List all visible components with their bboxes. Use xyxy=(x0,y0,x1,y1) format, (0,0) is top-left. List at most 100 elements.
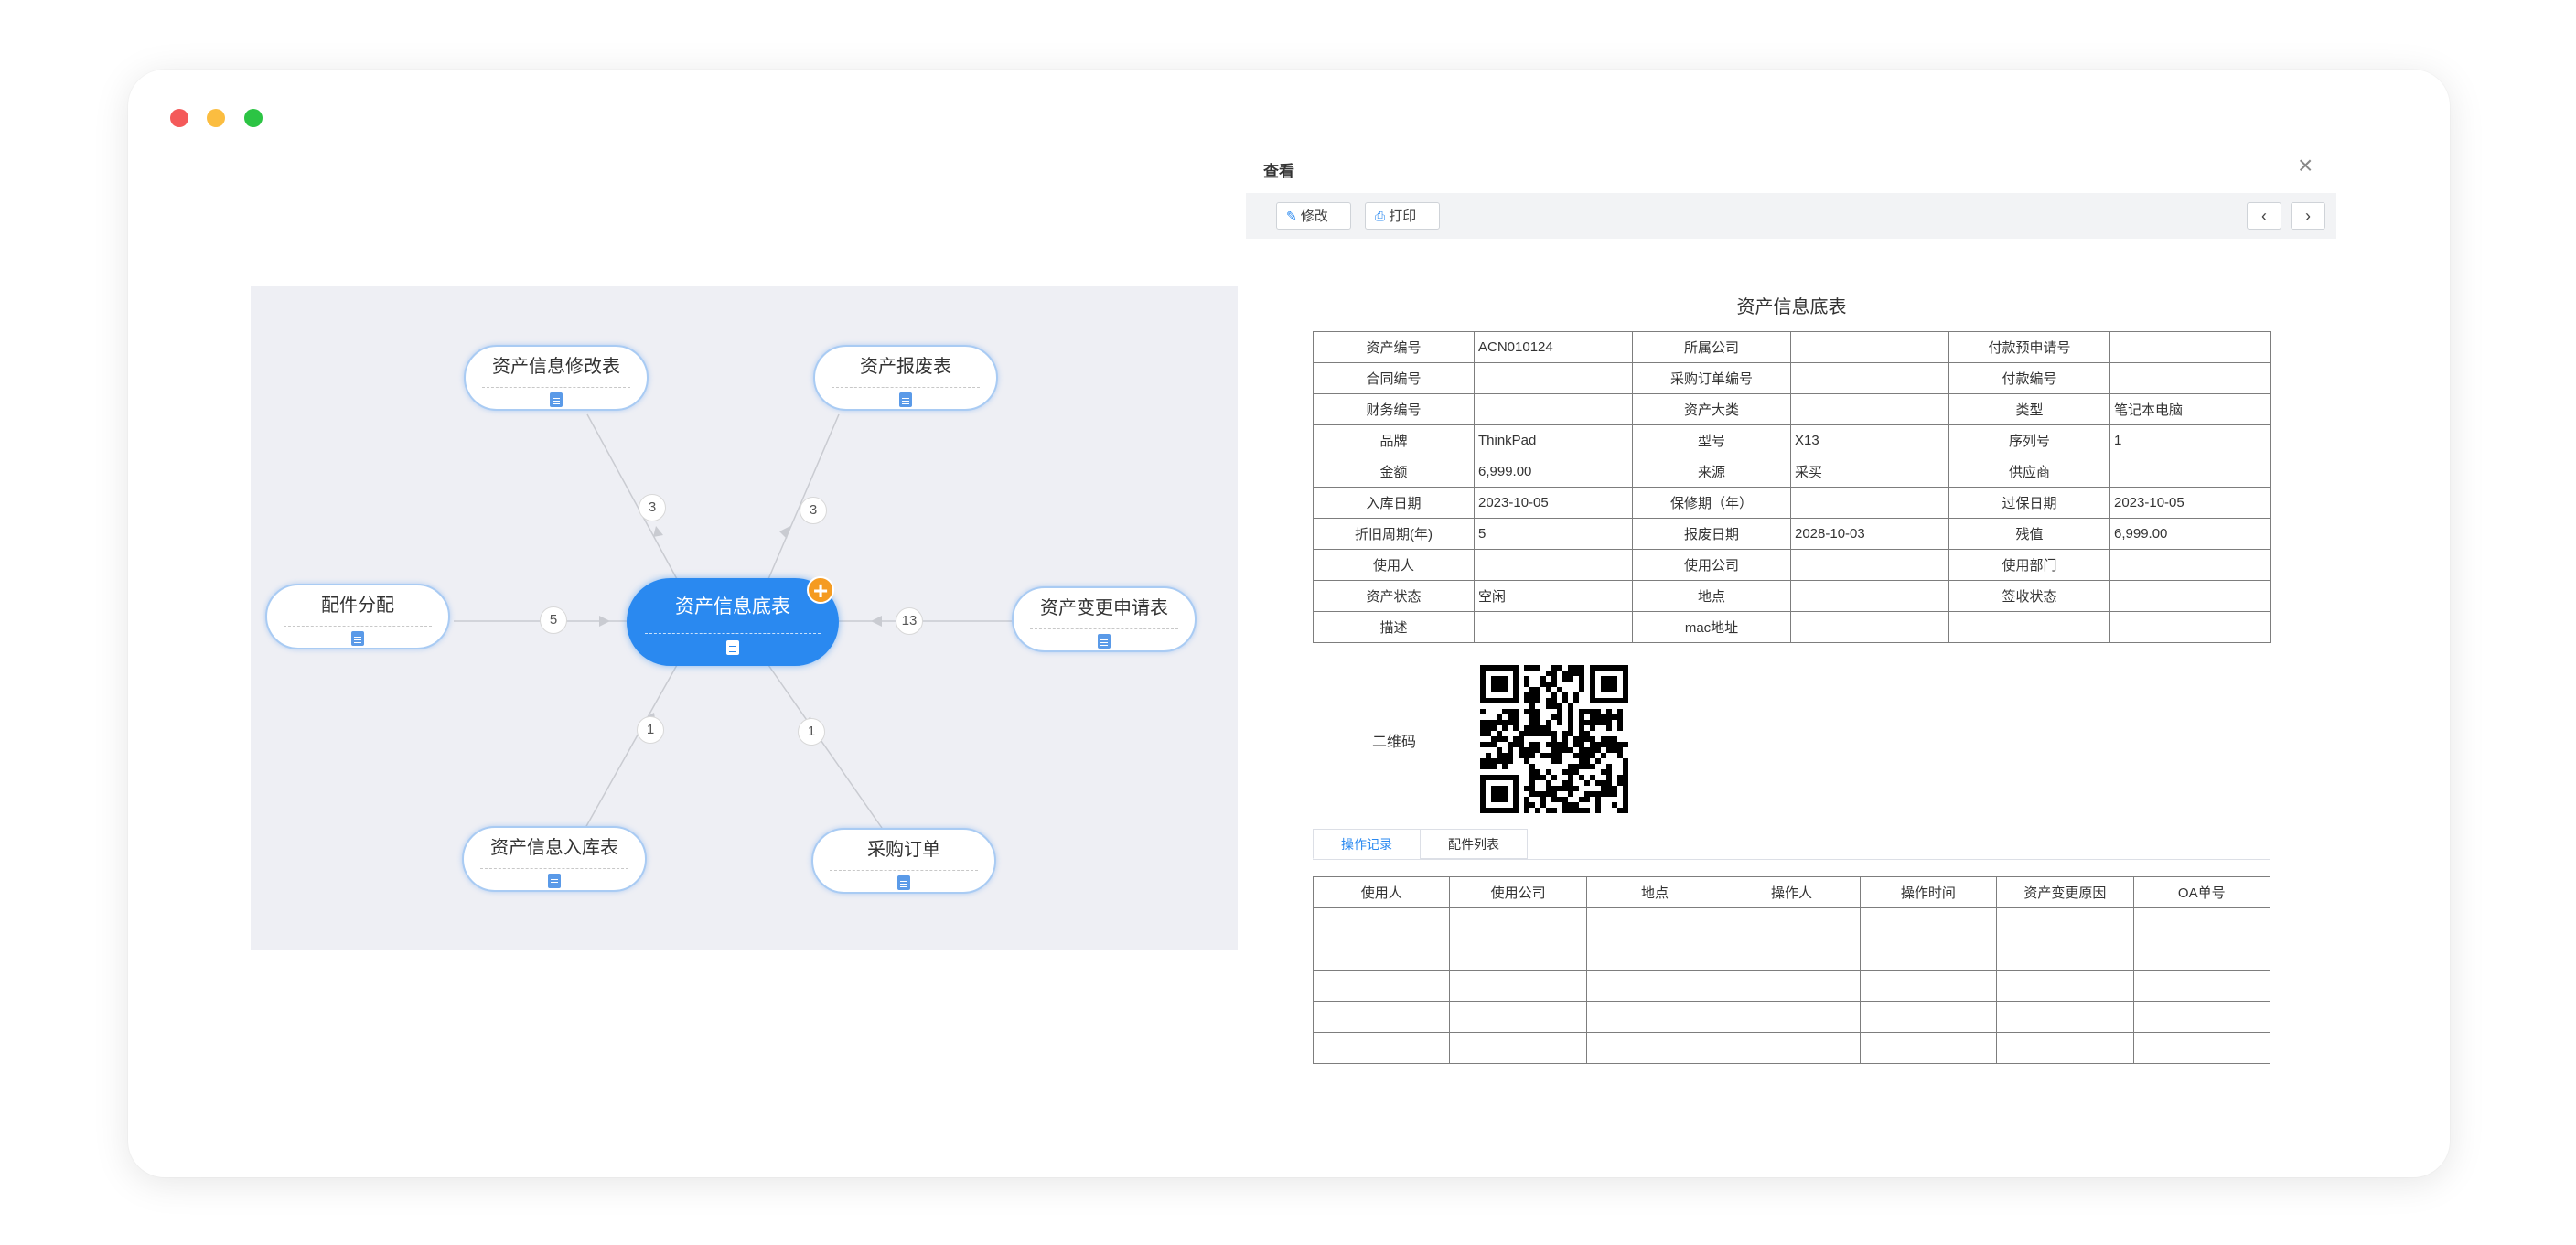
field-label: mac地址 xyxy=(1632,611,1791,643)
table-row xyxy=(1312,970,2271,1002)
map-node-center[interactable]: 资产信息底表 xyxy=(627,578,839,666)
field-value: 2023-10-05 xyxy=(2109,487,2271,519)
printer-icon: ⎙ xyxy=(1375,209,1386,223)
table-cell xyxy=(1449,970,1587,1002)
table-cell xyxy=(1996,970,2134,1002)
field-label: 使用人 xyxy=(1313,549,1475,581)
field-value: 笔记本电脑 xyxy=(2109,393,2271,425)
table-cell xyxy=(1859,1001,1998,1033)
table-cell xyxy=(1859,939,1998,971)
table-row xyxy=(1312,939,2271,971)
field-value xyxy=(1790,487,1949,519)
link-count-badge: 5 xyxy=(540,606,567,634)
field-label: 签收状态 xyxy=(1948,580,2110,612)
table-cell xyxy=(1585,1032,1724,1064)
field-label: 类型 xyxy=(1948,393,2110,425)
table-cell xyxy=(1996,1001,2134,1033)
column-header: 地点 xyxy=(1585,876,1724,908)
document-icon xyxy=(548,874,561,888)
field-value: 采买 xyxy=(1790,456,1949,488)
table-cell xyxy=(1859,970,1998,1002)
field-value xyxy=(1790,331,1949,363)
table-cell xyxy=(1723,907,1861,939)
table-cell xyxy=(2132,1001,2271,1033)
field-label: 所属公司 xyxy=(1632,331,1791,363)
chevron-left-icon: ‹ xyxy=(2261,207,2267,225)
table-cell xyxy=(1312,907,1451,939)
close-icon[interactable]: × xyxy=(2298,151,2313,179)
table-cell xyxy=(1723,970,1861,1002)
field-value xyxy=(1474,362,1633,394)
field-value: ThinkPad xyxy=(1474,424,1633,456)
minimize-window-dot[interactable] xyxy=(207,109,225,127)
table-cell xyxy=(2132,907,2271,939)
edit-button[interactable]: ✎修改 xyxy=(1276,202,1351,230)
link-count-badge: 1 xyxy=(637,716,664,744)
print-button[interactable]: ⎙打印 xyxy=(1365,202,1440,230)
field-value xyxy=(1474,393,1633,425)
maximize-window-dot[interactable] xyxy=(244,109,263,127)
field-label: 残值 xyxy=(1948,518,2110,550)
field-label: 资产编号 xyxy=(1313,331,1475,363)
field-value xyxy=(1790,393,1949,425)
map-node-asset-modify[interactable]: 资产信息修改表 xyxy=(464,345,649,411)
table-row xyxy=(1312,907,2271,939)
close-window-dot[interactable] xyxy=(170,109,188,127)
table-cell xyxy=(1312,1001,1451,1033)
table-cell xyxy=(1449,1032,1587,1064)
tab-parts-list[interactable]: 配件列表 xyxy=(1420,829,1528,859)
mind-map-links xyxy=(454,413,1017,829)
pencil-icon: ✎ xyxy=(1286,209,1297,223)
field-value: 2023-10-05 xyxy=(1474,487,1633,519)
field-label: 描述 xyxy=(1313,611,1475,643)
map-node-parts-allocation[interactable]: 配件分配 xyxy=(265,584,450,649)
tab-operation-records[interactable]: 操作记录 xyxy=(1313,829,1421,859)
field-value xyxy=(1474,549,1633,581)
field-value xyxy=(1474,611,1633,643)
table-row: 资产状态空闲地点签收状态 xyxy=(1313,580,2271,612)
add-node-icon[interactable]: + xyxy=(807,576,834,604)
field-label: 品牌 xyxy=(1313,424,1475,456)
link-count-badge: 13 xyxy=(896,607,923,635)
field-label: 供应商 xyxy=(1948,456,2110,488)
table-cell xyxy=(1585,939,1724,971)
column-header: OA单号 xyxy=(2132,876,2271,908)
field-label: 合同编号 xyxy=(1313,362,1475,394)
table-cell xyxy=(1723,1032,1861,1064)
column-header: 资产变更原因 xyxy=(1996,876,2134,908)
link-count-badge: 3 xyxy=(639,494,666,521)
table-row xyxy=(1312,1032,2271,1064)
panel-title: 查看 xyxy=(1263,163,1294,180)
qr-code-image xyxy=(1480,665,1628,813)
document-title: 资产信息底表 xyxy=(1736,297,1847,317)
table-cell xyxy=(1312,1032,1451,1064)
field-value xyxy=(1790,549,1949,581)
previous-button[interactable]: ‹ xyxy=(2247,202,2281,230)
field-label: 使用部门 xyxy=(1948,549,2110,581)
field-value xyxy=(1790,611,1949,643)
map-node-asset-inbound[interactable]: 资产信息入库表 xyxy=(462,826,647,892)
table-cell xyxy=(2132,939,2271,971)
mind-map-canvas[interactable]: 资产信息修改表 资产报废表 配件分配 资产变更申请表 资产信息入库表 采购订单 … xyxy=(251,286,1238,950)
link-count-badge: 3 xyxy=(800,497,827,524)
column-header: 使用公司 xyxy=(1449,876,1587,908)
document-icon xyxy=(550,392,563,407)
field-value: 6,999.00 xyxy=(2109,518,2271,550)
field-label: 采购订单编号 xyxy=(1632,362,1791,394)
field-label: 资产大类 xyxy=(1632,393,1791,425)
field-label: 付款预申请号 xyxy=(1948,331,2110,363)
map-node-asset-scrap[interactable]: 资产报废表 xyxy=(813,345,998,411)
field-value xyxy=(1790,580,1949,612)
next-button[interactable]: › xyxy=(2291,202,2325,230)
map-node-asset-change-request[interactable]: 资产变更申请表 xyxy=(1012,586,1197,652)
field-label: 序列号 xyxy=(1948,424,2110,456)
map-node-purchase-order[interactable]: 采购订单 xyxy=(811,828,996,894)
link-count-badge: 1 xyxy=(798,718,825,746)
field-value xyxy=(2109,331,2271,363)
field-value: 空闲 xyxy=(1474,580,1633,612)
